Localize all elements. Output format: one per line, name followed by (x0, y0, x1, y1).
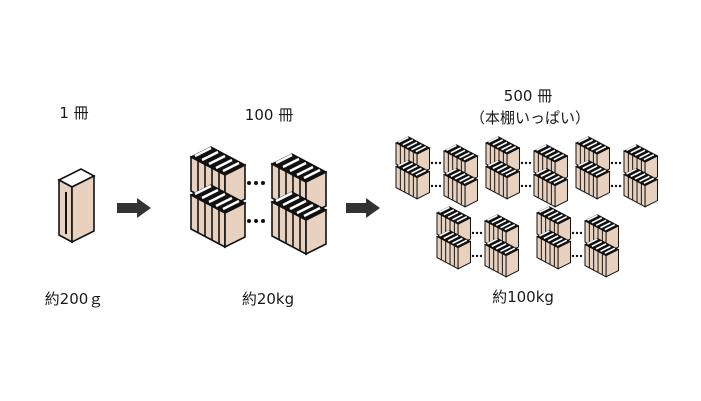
stage1-weight-label: 約200ｇ (44, 290, 104, 308)
book-stack-icon (191, 147, 326, 254)
stage2-count-label: 100 冊 (244, 106, 294, 124)
book-icon (58, 168, 95, 243)
stage1-count-label: 1 冊 (59, 104, 89, 122)
stage3-weight-label: 約100kg (492, 288, 554, 306)
arrow-right-icon (117, 198, 151, 218)
stage3-sub-label: （本棚いっぱい） (469, 109, 590, 127)
stage2-weight-label: 約20kg (241, 290, 295, 308)
book-stack-icon (396, 137, 657, 277)
arrow-right-icon (346, 198, 380, 218)
stage3-count-label: 500 冊 (503, 87, 553, 105)
